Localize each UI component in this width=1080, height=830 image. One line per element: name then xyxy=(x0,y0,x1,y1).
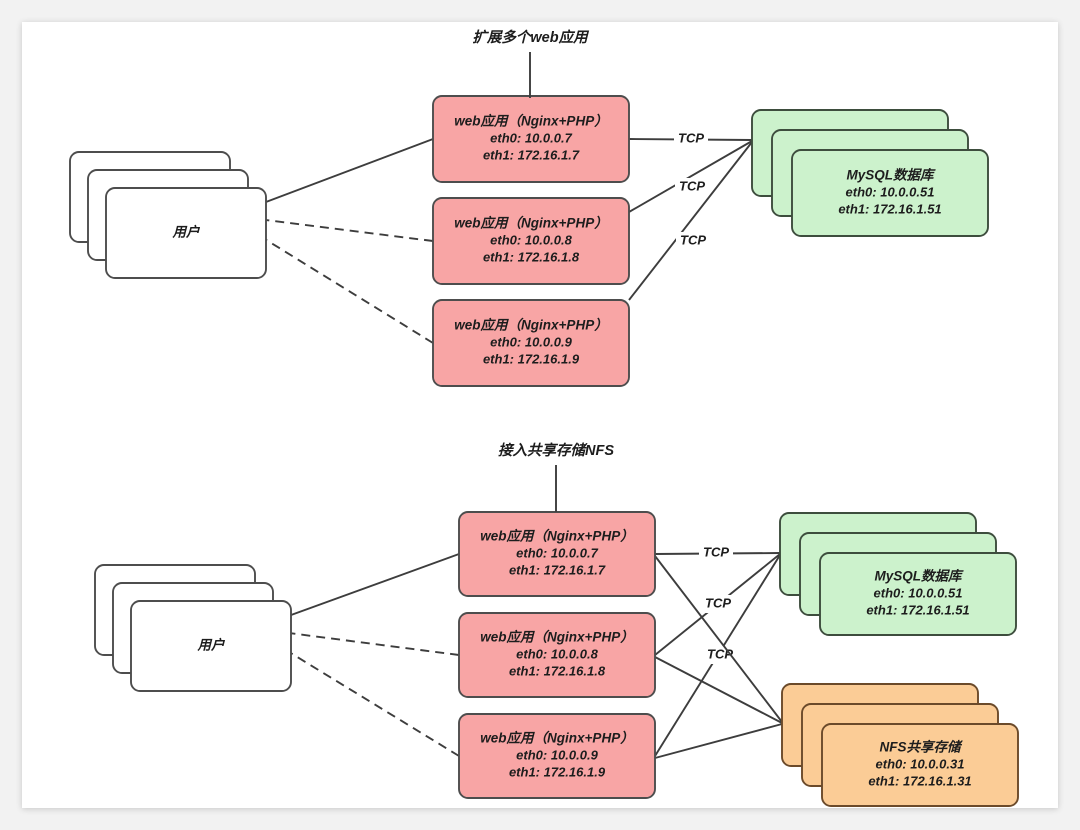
node-box-layer-2 xyxy=(821,723,1019,807)
edge-label-tcp: TCP xyxy=(705,595,731,610)
node-text-line-0: MySQL数据库 xyxy=(846,168,936,183)
edge-label-tcp: TCP xyxy=(680,232,706,247)
section-title-bottom: 接入共享存储NFS xyxy=(498,442,614,459)
edge-label-bg xyxy=(701,595,735,613)
node-bottom-user: 用户 xyxy=(94,564,292,692)
node-box-layer-2 xyxy=(130,600,292,692)
node-text-line-0: web应用（Nginx+PHP） xyxy=(454,114,607,129)
node-text-line-1: eth0: 10.0.0.7 xyxy=(516,545,598,560)
edge-bottom-web2-to-nfs xyxy=(654,656,783,724)
node-text-line-2: eth1: 172.16.1.9 xyxy=(509,764,606,779)
node-box-layer-0 xyxy=(432,299,630,387)
node-text-line-2: eth1: 172.16.1.31 xyxy=(868,773,971,788)
node-top-web-2: web应用（Nginx+PHP）eth0: 10.0.0.8 eth1: 172.… xyxy=(432,197,630,285)
node-text-line-1: eth0: 10.0.0.8 xyxy=(490,232,572,247)
edge-top-web2-to-db: TCP xyxy=(628,140,753,213)
node-bottom-web-1: web应用（Nginx+PHP）eth0: 10.0.0.7 eth1: 172.… xyxy=(458,511,656,597)
node-text-line-2: eth1: 172.16.1.9 xyxy=(483,351,580,366)
node-text-line-2: eth1: 172.16.1.7 xyxy=(483,147,580,162)
node-text-line-1: eth0: 10.0.0.9 xyxy=(490,334,572,349)
node-text-line-0: NFS共享存储 xyxy=(880,740,963,755)
edge-bottom-web3-to-nfs xyxy=(654,723,783,759)
edge-label-bg xyxy=(674,130,708,148)
node-bottom-web-3: web应用（Nginx+PHP）eth0: 10.0.0.9 eth1: 172.… xyxy=(458,713,656,799)
node-box-layer-0 xyxy=(458,612,656,698)
node-box-layer-0 xyxy=(458,511,656,597)
node-text-line-0: web应用（Nginx+PHP） xyxy=(454,318,607,333)
edge-label-bg xyxy=(676,232,710,250)
node-text-line-2: eth1: 172.16.1.8 xyxy=(483,249,580,264)
node-box-layer-2 xyxy=(791,149,989,237)
edge-bottom-web3-to-db: TCP xyxy=(654,554,781,757)
node-text-line-1: eth0: 10.0.0.51 xyxy=(874,585,963,600)
node-bottom-web-2: web应用（Nginx+PHP）eth0: 10.0.0.8 eth1: 172.… xyxy=(458,612,656,698)
node-text-line-1: eth0: 10.0.0.9 xyxy=(516,747,598,762)
edge-line xyxy=(234,220,434,344)
edge-label-tcp: TCP xyxy=(678,130,704,145)
edge-bottom-web2-to-db: TCP xyxy=(654,553,781,656)
node-box-layer-0 xyxy=(432,197,630,285)
node-box-layer-0 xyxy=(432,95,630,183)
node-box-layer-2 xyxy=(819,552,1017,636)
edge-top-web3-to-db: TCP xyxy=(628,141,753,301)
edge-label-tcp: TCP xyxy=(703,544,729,559)
edge-line xyxy=(628,140,753,213)
edge-line xyxy=(654,555,783,723)
node-text-line-0: web应用（Nginx+PHP） xyxy=(480,630,633,645)
edge-line xyxy=(654,656,783,724)
node-text-line-1: eth0: 10.0.0.8 xyxy=(516,646,598,661)
edge-top-web1-to-user xyxy=(234,138,434,214)
node-text-line-0: 用户 xyxy=(197,638,226,653)
node-text-line-0: web应用（Nginx+PHP） xyxy=(480,731,633,746)
node-text-line-2: eth1: 172.16.1.51 xyxy=(838,201,941,216)
node-box-layer-0 xyxy=(458,713,656,799)
node-box-layer-2 xyxy=(105,187,267,279)
node-text-line-2: eth1: 172.16.1.7 xyxy=(509,562,606,577)
node-text-line-0: 用户 xyxy=(172,225,201,240)
node-text-line-1: eth0: 10.0.0.51 xyxy=(846,184,935,199)
node-text-line-0: web应用（Nginx+PHP） xyxy=(480,529,633,544)
node-text-line-0: web应用（Nginx+PHP） xyxy=(454,216,607,231)
edge-label-bg xyxy=(699,544,733,562)
node-top-user: 用户 xyxy=(69,151,267,279)
node-text-line-1: eth0: 10.0.0.7 xyxy=(490,130,572,145)
section-bottom: 接入共享存储NFS xyxy=(498,442,614,512)
edge-bottom-web1-to-db: TCP xyxy=(654,544,781,562)
node-top-web-1: web应用（Nginx+PHP）eth0: 10.0.0.7 eth1: 172.… xyxy=(432,95,630,183)
edge-top-web1-to-db: TCP xyxy=(628,130,753,148)
edge-line xyxy=(234,216,434,242)
edge-top-web2-to-user xyxy=(234,216,434,242)
edge-label-bg xyxy=(675,178,709,196)
edge-line xyxy=(234,138,434,214)
node-text-line-0: MySQL数据库 xyxy=(874,569,964,584)
section-top: 扩展多个web应用 xyxy=(472,29,590,98)
edge-bottom-web1-to-nfs xyxy=(654,555,783,723)
edge-line xyxy=(628,141,753,301)
node-text-line-2: eth1: 172.16.1.8 xyxy=(509,663,606,678)
node-text-line-2: eth1: 172.16.1.51 xyxy=(866,602,969,617)
section-title-top: 扩展多个web应用 xyxy=(472,29,590,46)
edge-line xyxy=(654,723,783,759)
edge-label-bg xyxy=(703,646,737,664)
node-top-web-3: web应用（Nginx+PHP）eth0: 10.0.0.9 eth1: 172.… xyxy=(432,299,630,387)
edge-top-web3-to-user xyxy=(234,220,434,344)
node-text-line-1: eth0: 10.0.0.31 xyxy=(876,756,965,771)
edge-label-tcp: TCP xyxy=(679,178,705,193)
